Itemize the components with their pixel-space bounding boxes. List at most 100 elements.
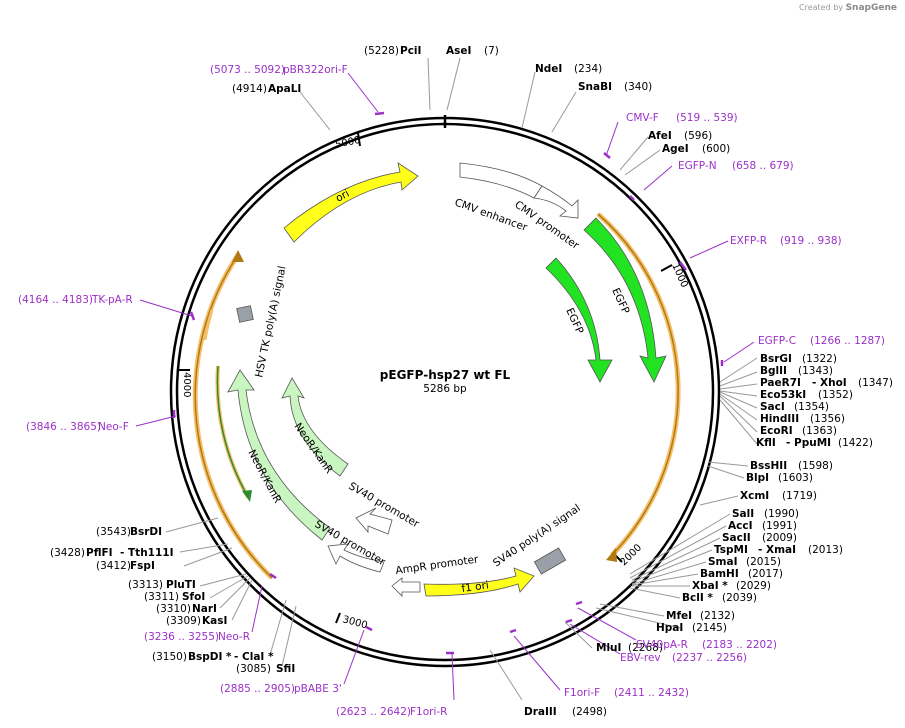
backbone: 5000 1000 2000 3000 4000 [169,115,721,668]
enzyme-pos-apali: (4914) [232,83,267,95]
primer-leader-sv40par [577,607,637,641]
primer-pbabe[interactable]: pBABE 3' [294,683,342,695]
primer-neor[interactable]: Neo-R [218,631,250,643]
enzyme-ppumi[interactable]: - PpuMI [786,437,831,449]
enzyme-bglii[interactable]: BglII [760,365,787,377]
enzyme-bcli[interactable]: BclI * [682,592,713,604]
enzyme-hpai[interactable]: HpaI [656,622,683,634]
enzyme-pos-ndei: (234) [574,63,602,75]
enzyme-pos-snabi: (340) [624,81,652,93]
enzyme-sfii[interactable]: SfiI [276,663,295,675]
enzyme-pos-bamhi: (2017) [748,568,783,580]
primer-egfpc[interactable]: EGFP-C [758,335,796,347]
enzyme-bsrdi[interactable]: BsrDI [130,526,162,538]
enzyme-snabi[interactable]: SnaBI [578,81,612,93]
primer-site-f1orif [509,628,517,634]
enzyme-paer7i[interactable]: PaeR7I [760,377,801,389]
enzyme-nari[interactable]: NarI [192,603,217,615]
enzyme-bamhi[interactable]: BamHI [700,568,739,580]
primer-sv40par[interactable]: SV40pA-R [636,639,688,651]
primer-leader-exfpr [689,240,729,259]
neor-orf-arrow [216,365,249,498]
sv40-promoter-inner-arrow [355,507,393,535]
primer-leader-pbabe [343,629,365,685]
enzyme-mfei[interactable]: MfeI [666,610,692,622]
enzyme-acci[interactable]: AccI [728,520,752,532]
primer-leader-egfpc [723,341,755,363]
enzyme-sfoi[interactable]: SfoI [182,591,205,603]
primer-site-ebvrev [565,618,573,624]
enzyme-pos-bcli: (2039) [722,592,757,604]
enzyme-pcii[interactable]: PciI [400,45,421,57]
enzyme-pos-sfii: (3085) [236,663,271,675]
enzyme-pluti[interactable]: PluTI [166,579,196,591]
tick-mark-5000 [357,132,361,147]
enzyme-pos-xbai: (2029) [736,580,771,592]
enzyme-kfli[interactable]: KflI [756,437,776,449]
primer-pos-pbabe: (2885 .. 2905) [220,683,295,695]
enzyme-clai[interactable]: - ClaI * [234,651,274,663]
primer-cmvf[interactable]: CMV-F [626,112,659,124]
enzyme-bsshii[interactable]: BssHII [750,460,787,472]
primer-pos-egfpc: (1266 .. 1287) [810,335,885,347]
enzyme-mlui[interactable]: MluI [596,642,621,654]
primer-leaders [135,72,755,701]
enzyme-hindiii[interactable]: HindIII [760,413,799,425]
primer-tkpa[interactable]: TK-pA-R [91,294,133,306]
leader-agei [624,149,661,176]
enzyme-pos-smai: (2015) [746,556,781,568]
enzyme-pos-bsrgi: (1322) [802,353,837,365]
enzyme-afei[interactable]: AfeI [648,130,672,142]
enzyme-pos-bsshii: (1598) [798,460,833,472]
primer-exfpr[interactable]: EXFP-R [730,235,767,247]
enzyme-bsrgi[interactable]: BsrGI [760,353,792,365]
primer-site-cmvf [603,152,611,159]
enzyme-xmai[interactable]: - XmaI [758,544,796,556]
primer-ebvrev[interactable]: EBV-rev [620,652,661,664]
primer-egfpn[interactable]: EGFP-N [678,160,717,172]
leader-cluster-clai [269,599,297,667]
enzyme-bspdi[interactable]: BspDI * [188,651,232,663]
neor-inner-arrow [281,377,349,477]
enzyme-eco53ki[interactable]: Eco53kI [760,389,806,401]
enzyme-xhoi[interactable]: - XhoI [812,377,847,389]
enzyme-asei[interactable]: AseI [446,45,471,57]
primer-pos-neor: (3236 .. 3255) [144,631,219,643]
enzyme-saci[interactable]: SacI [760,401,785,413]
neor-outer-arrow [227,369,331,541]
enzyme-tspmi[interactable]: TspMI [714,544,748,556]
enzyme-pflfi[interactable]: PflFI [86,547,113,559]
enzyme-xbai[interactable]: XbaI * [692,580,728,592]
enzyme-ecori[interactable]: EcoRI [760,425,793,437]
primer-site-pbabe [365,625,373,632]
leader-afei [619,136,649,171]
enzyme-pos-pcii: (5228) [364,45,399,57]
f1-ori-label: f1 ori [461,579,490,595]
enzyme-blpi[interactable]: BlpI [746,472,769,484]
primer-f1orir[interactable]: F1ori-R [410,706,447,718]
leader-mlui [564,621,593,649]
primer-labels: (5073 .. 5092) pBR322ori-F CMV-F (519 ..… [18,64,885,718]
enzyme-sali[interactable]: SalI [732,508,754,520]
primer-pbr322ori[interactable]: pBR322ori-F [283,64,348,76]
primer-leader-egfpn [643,165,673,191]
enzyme-sacii[interactable]: SacII [722,532,751,544]
enzyme-agei[interactable]: AgeI [662,143,689,155]
enzyme-fspi[interactable]: FspI [130,560,155,572]
enzyme-ndei[interactable]: NdeI [535,63,562,75]
primer-pos-f1orir: (2623 .. 2642) [336,706,411,718]
enzyme-tth111i[interactable]: - Tth111I [120,547,174,559]
enzyme-apali[interactable]: ApaLI [268,83,301,95]
enzyme-xcmi[interactable]: XcmI [740,490,769,502]
neor-orf-arrowhead [242,490,252,502]
primer-f1orif[interactable]: F1ori-F [564,687,600,699]
enzyme-kasi[interactable]: KasI [202,615,227,627]
primer-neof[interactable]: Neo-F [98,421,129,433]
enzyme-leaders [165,57,758,701]
primer-site-egfpn [629,195,635,201]
enzyme-draiii[interactable]: DraIII [524,706,557,718]
primer-pos-pbr322ori: (5073 .. 5092) [210,64,285,76]
sv40-promoter-outer-arrow [327,543,385,573]
enzyme-smai[interactable]: SmaI [708,556,738,568]
